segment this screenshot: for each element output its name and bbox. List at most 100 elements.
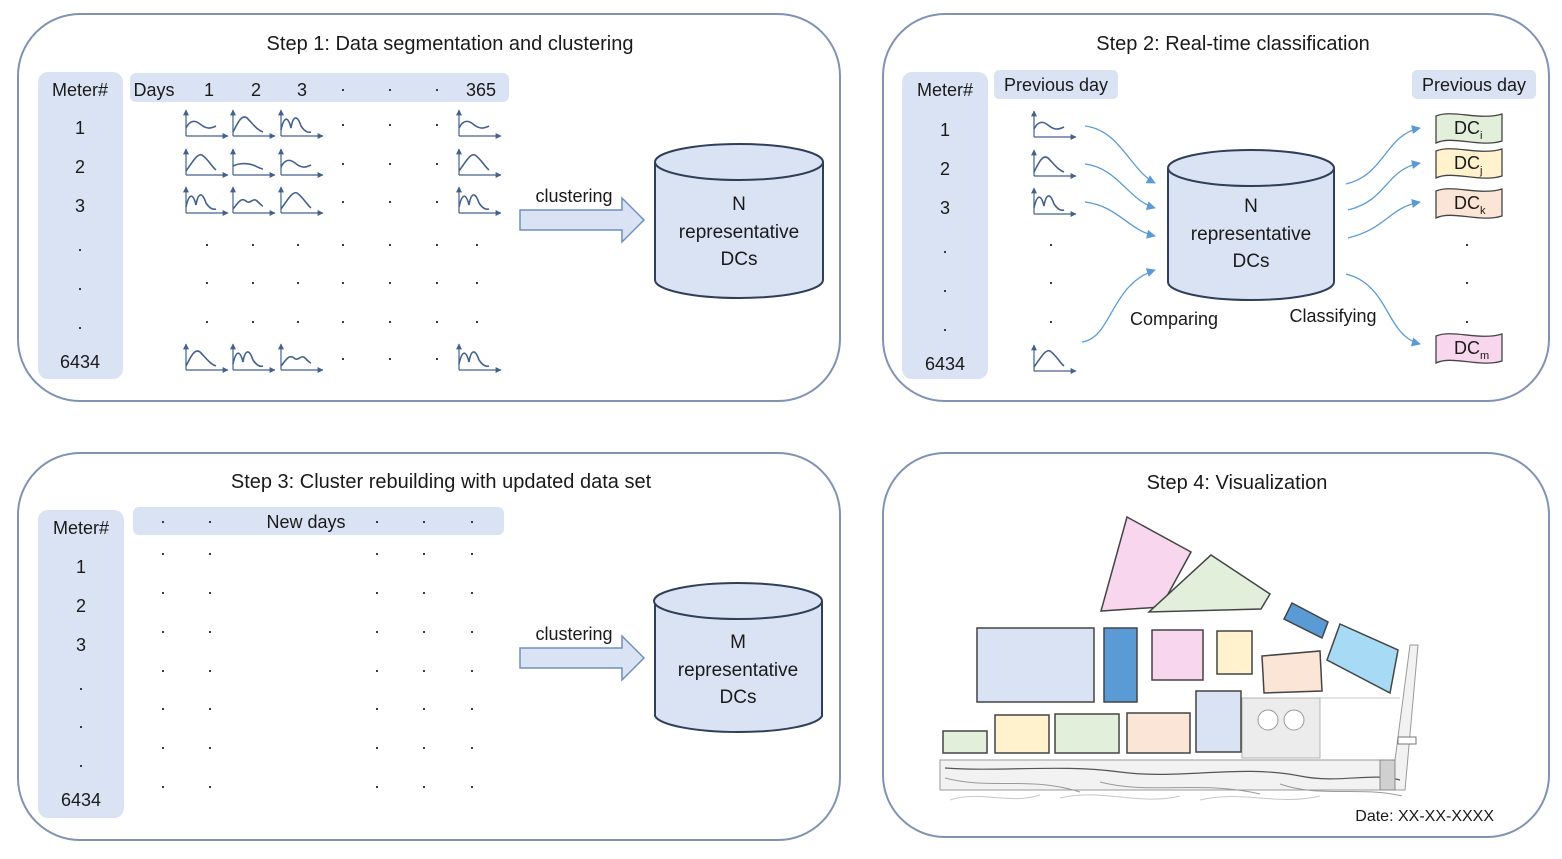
step3-header-dot: · xyxy=(421,511,427,531)
grid-dot: · xyxy=(421,621,427,641)
grid-dot: · xyxy=(250,311,256,331)
grid-dot: · xyxy=(469,737,475,757)
step2-panel: Step 2: Real-time classification Meter# … xyxy=(882,13,1550,402)
step2-classify-arrow xyxy=(1347,199,1421,239)
grid-dot: · xyxy=(387,348,393,368)
step1-days-header xyxy=(130,73,509,102)
step2-meter-3: 3 xyxy=(940,198,950,218)
step2-db-line-1: N xyxy=(1244,196,1258,217)
step1-meter-4: . xyxy=(77,235,82,255)
grid-dot: · xyxy=(374,660,380,680)
step3-meter-7: 6434 xyxy=(61,790,101,810)
zone-blue-strip xyxy=(1282,601,1329,640)
grid-dot: · xyxy=(340,234,346,254)
step3-days-label: New days xyxy=(266,512,345,532)
step2-class-ellipsis: . xyxy=(1464,230,1469,250)
step2-meter-6: . xyxy=(942,315,947,335)
grid-dot: · xyxy=(250,272,256,292)
load-curve-icon xyxy=(230,148,276,178)
load-curve-icon xyxy=(456,109,502,139)
grid-dot: · xyxy=(469,582,475,602)
step1-meter-list: 123...6434 xyxy=(60,118,100,372)
step2-input-header-label: Previous day xyxy=(1004,75,1108,95)
step1-clustering-label: clustering xyxy=(535,186,612,206)
step2-compare-arrow xyxy=(1081,268,1156,343)
load-curve-icon xyxy=(278,109,324,139)
step2-meter-column xyxy=(902,72,988,379)
step2-input-header xyxy=(994,70,1118,99)
step1-db-line-2: representative xyxy=(679,222,799,243)
step3-meter-header: Meter# xyxy=(53,518,109,538)
step3-panel: Step 3: Cluster rebuilding with updated … xyxy=(17,452,841,841)
step1-meter-1: 1 xyxy=(75,118,85,138)
grid-dot: · xyxy=(421,660,427,680)
grid-dot: · xyxy=(421,737,427,757)
load-curve-icon xyxy=(278,148,324,178)
grid-dot: · xyxy=(160,698,166,718)
grid-dot: · xyxy=(340,348,346,368)
step3-meter-4: . xyxy=(78,674,83,694)
step2-classify-arrows xyxy=(1345,125,1421,347)
step2-classifying-label: Classifying xyxy=(1289,306,1376,326)
grid-dot: · xyxy=(207,698,213,718)
load-curve-icon xyxy=(1031,149,1077,179)
zone-light-blue xyxy=(1326,622,1399,695)
step3-header-dot: · xyxy=(207,511,213,531)
step3-days-header xyxy=(133,507,504,535)
load-curve-icon xyxy=(278,186,324,216)
grid-dot: · xyxy=(250,234,256,254)
grid-dot: · xyxy=(421,698,427,718)
grid-dot: · xyxy=(434,272,440,292)
grid-dot: · xyxy=(207,737,213,757)
site-terrain-line xyxy=(944,777,1403,797)
class-label-sub: j xyxy=(1479,165,1482,177)
site-circle xyxy=(1257,709,1279,731)
grid-dot: · xyxy=(387,114,393,134)
step1-clustering-arrow xyxy=(519,196,646,244)
load-curve-icon xyxy=(1031,187,1077,217)
step3-meter-6: . xyxy=(78,751,83,771)
class-label-sub: i xyxy=(1480,130,1482,142)
step1-day-1: 1 xyxy=(204,80,214,100)
class-label: DCm xyxy=(1454,338,1489,362)
step2-classify-arrow xyxy=(1347,160,1421,211)
step1-day-2: 2 xyxy=(251,80,261,100)
grid-dot: · xyxy=(340,272,346,292)
step1-database: N representative DCs xyxy=(654,143,824,299)
grid-dot: · xyxy=(207,776,213,796)
step1-meter-5: . xyxy=(77,274,82,294)
step2-meter-5: . xyxy=(942,276,947,296)
zone-green-room xyxy=(1054,713,1120,754)
grid-dot: · xyxy=(387,234,393,254)
step2-comparing-label: Comparing xyxy=(1130,309,1218,329)
zone-peach-block xyxy=(1261,650,1323,694)
class-label-base: DC xyxy=(1454,118,1480,138)
step1-db-line-3: DCs xyxy=(721,249,758,270)
class-label-base: DC xyxy=(1454,153,1480,173)
grid-dot: · xyxy=(387,311,393,331)
step1-header-dot: · xyxy=(434,79,440,99)
grid-dot: · xyxy=(160,776,166,796)
grid-dot: · xyxy=(434,348,440,368)
zone-green-small xyxy=(942,730,988,754)
site-terrain-line xyxy=(944,767,1401,781)
grid-dot: · xyxy=(160,621,166,641)
grid-dot: · xyxy=(469,543,475,563)
load-curve-icon xyxy=(183,148,229,178)
grid-dot: · xyxy=(469,660,475,680)
grid-dot: · xyxy=(207,543,213,563)
step1-db-line-1: N xyxy=(732,194,746,215)
step1-day-365: 365 xyxy=(466,80,496,100)
grid-dot: · xyxy=(434,234,440,254)
step1-meter-6: . xyxy=(77,313,82,333)
class-label: DCk xyxy=(1454,193,1486,217)
step3-database: M representative DCs xyxy=(653,582,823,734)
step1-curve-grid: ································· xyxy=(183,109,502,373)
load-curve-icon xyxy=(230,186,276,216)
step2-input-curves: ··· xyxy=(1031,110,1077,374)
grid-dot: · xyxy=(160,582,166,602)
class-banner-dc-j: DCj xyxy=(1435,148,1503,180)
grid-dot: · xyxy=(469,776,475,796)
step1-day-3: 3 xyxy=(297,80,307,100)
